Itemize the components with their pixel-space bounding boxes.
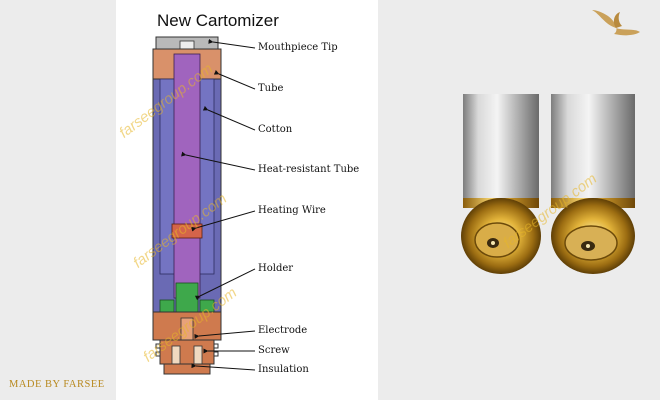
leader-heating-wire: [190, 210, 256, 232]
cartomizer-cross-section: [152, 36, 222, 375]
insulation-ring: [171, 345, 181, 365]
leader-tube: [213, 69, 256, 90]
label-insulation: Insulation: [258, 364, 309, 375]
mouthpiece-cap-inner: [179, 40, 195, 50]
leader-lines: [181, 38, 256, 371]
diagram-title: New Cartomizer: [157, 11, 279, 30]
leader-heat-tube: [181, 151, 256, 171]
left-rod-pin: [491, 241, 495, 245]
label-heating-wire: Heating Wire: [258, 205, 326, 216]
leader-insulation: [191, 363, 256, 371]
label-cotton: Cotton: [258, 124, 293, 135]
left-rod-body: [463, 94, 539, 204]
label-screw: Screw: [258, 345, 290, 356]
label-heat-resistant-tube: Heat-resistant Tube: [258, 164, 360, 175]
right-rod-pin: [586, 244, 590, 248]
heat-resistant-tube: [173, 53, 201, 299]
swan-logo-icon: [592, 10, 640, 36]
made-by-caption: MADE BY FARSEE: [9, 379, 105, 390]
screw-teeth: [155, 343, 219, 357]
leader-mouthpiece: [208, 38, 256, 49]
leader-cotton: [202, 105, 256, 131]
label-holder: Holder: [258, 263, 294, 274]
holder-block: [175, 282, 199, 314]
label-mouthpiece-tip: Mouthpiece Tip: [258, 42, 338, 53]
label-tube: Tube: [258, 83, 284, 94]
right-rod-body: [551, 94, 635, 204]
leader-electrode: [194, 330, 256, 339]
cartomizer-photo: [461, 94, 635, 274]
leader-holder: [194, 268, 256, 301]
base-cap: [163, 363, 211, 375]
insulation-ring-right: [193, 345, 203, 365]
label-electrode: Electrode: [258, 325, 308, 336]
